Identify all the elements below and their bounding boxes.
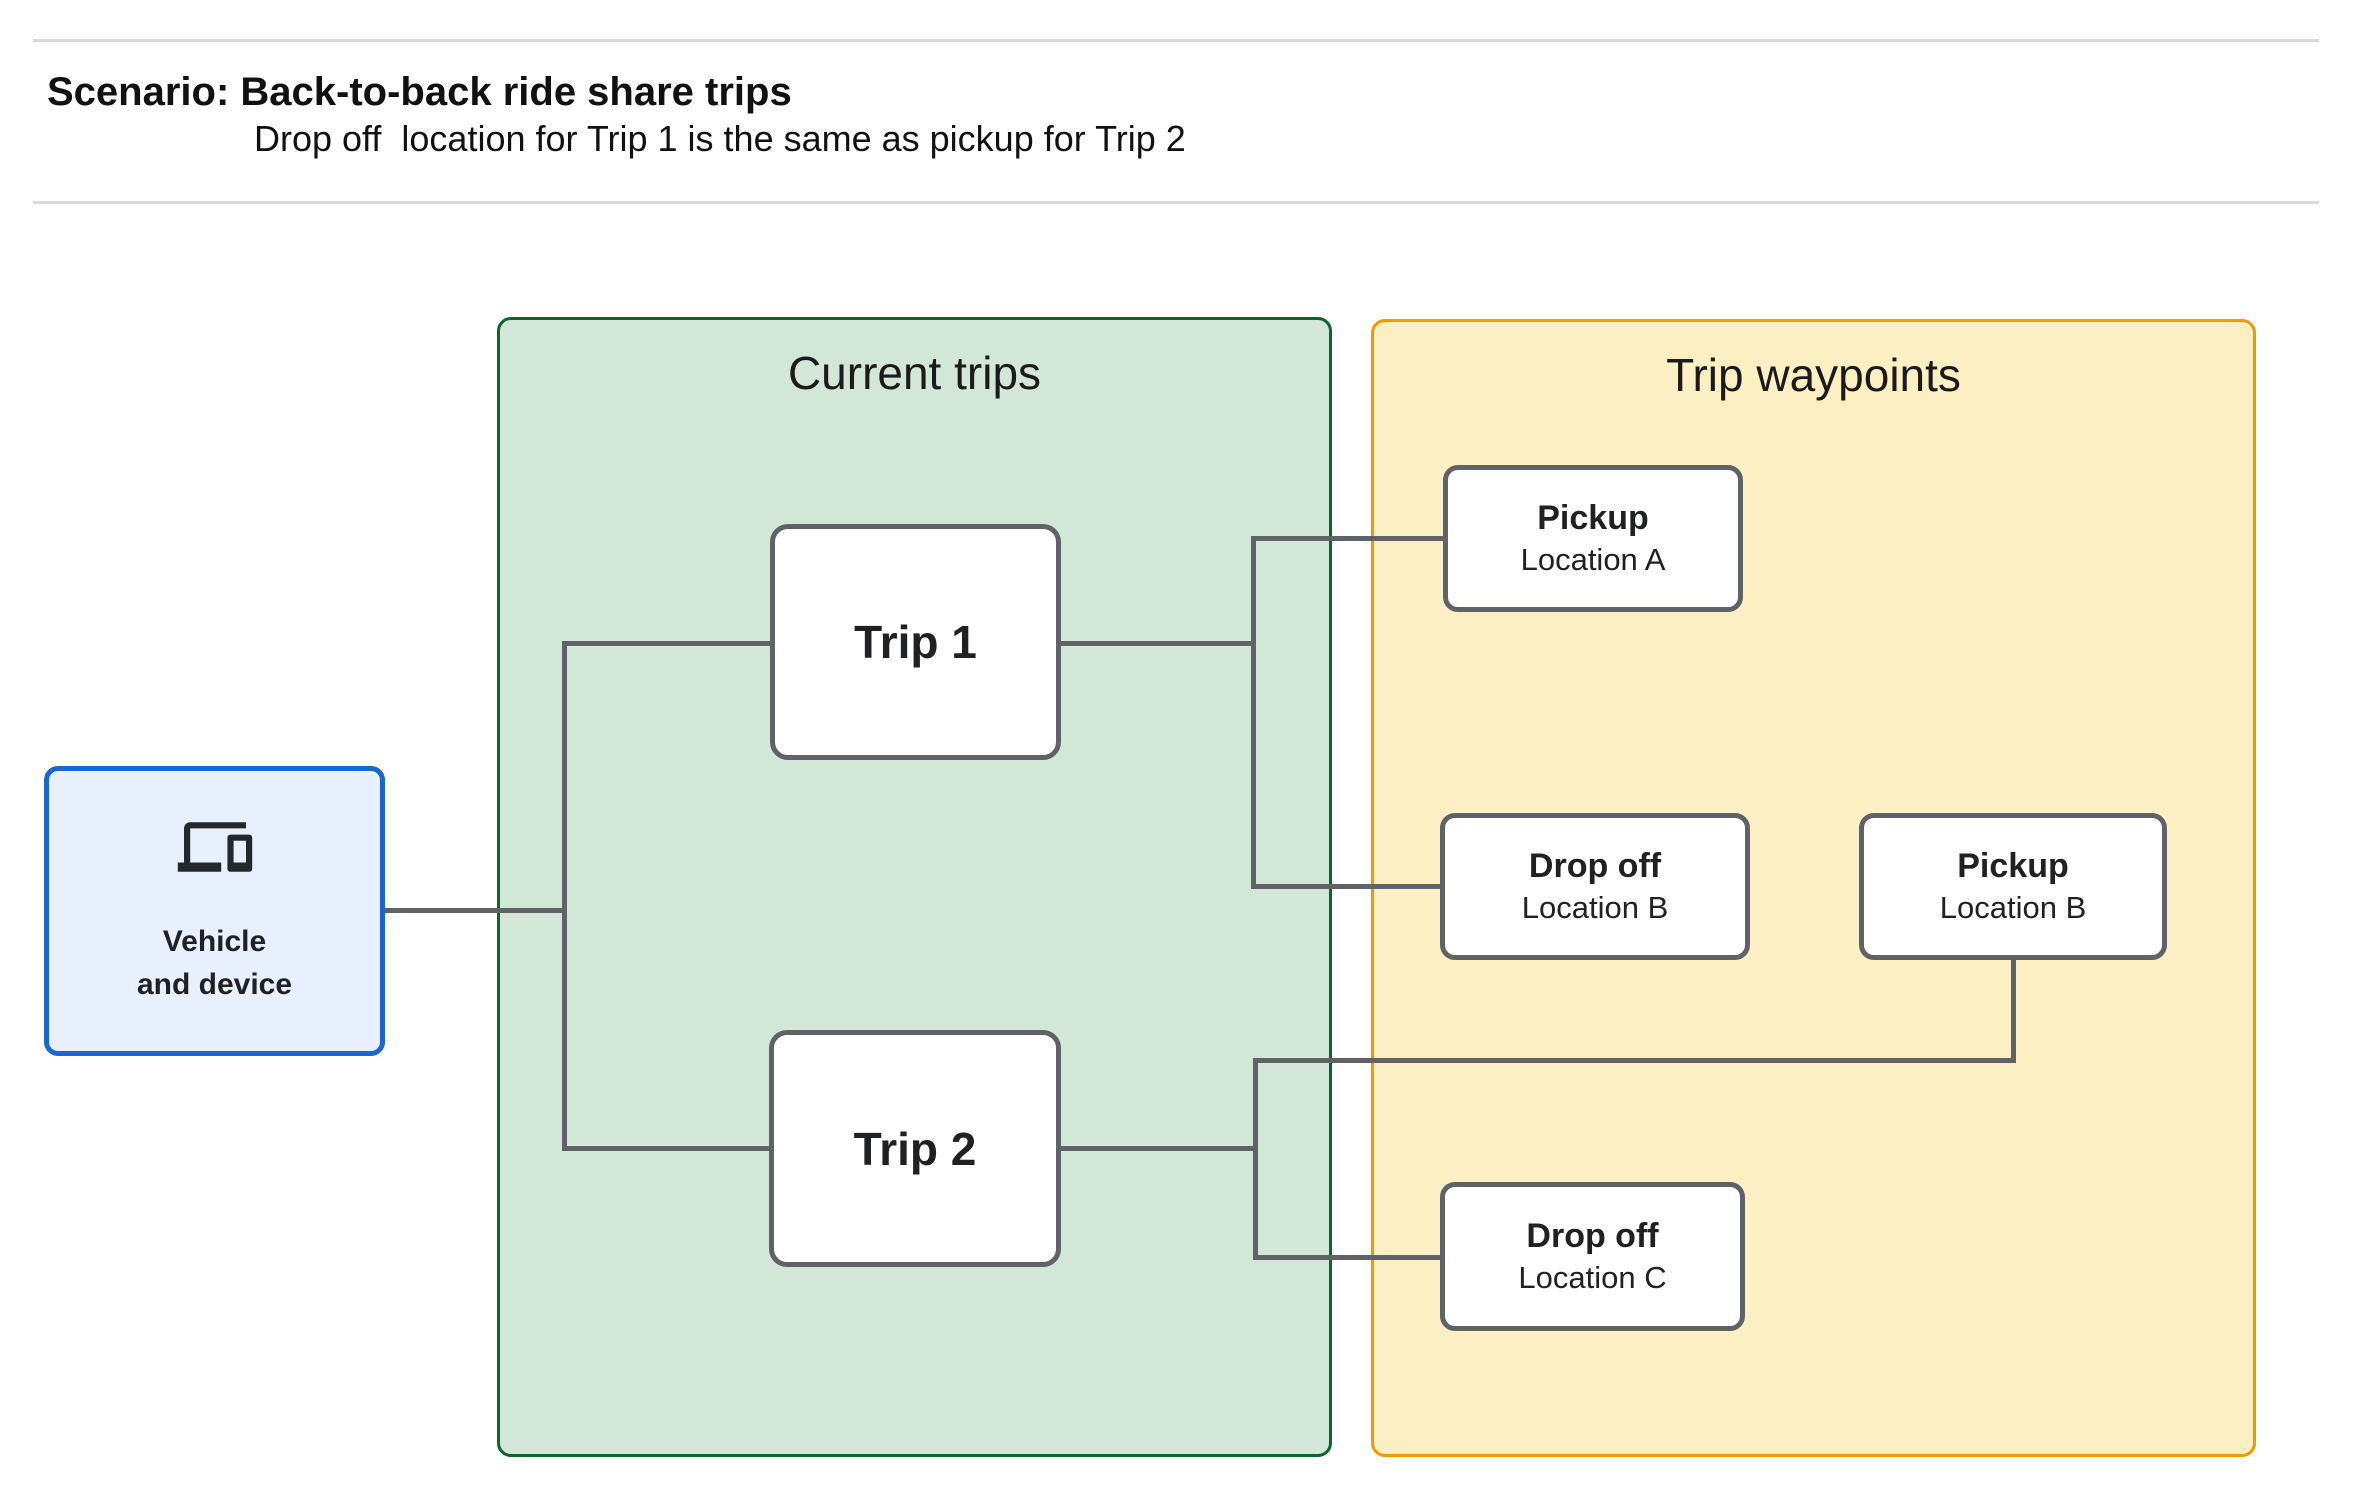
- connector-trip1-junction-vertical: [1251, 536, 1256, 889]
- connector-trip2-to-junction: [1061, 1146, 1256, 1151]
- trip-waypoints-title: Trip waypoints: [1666, 349, 1961, 401]
- connector-branch-to-trip1: [564, 641, 770, 646]
- trip-2-label: Trip 2: [853, 1122, 977, 1175]
- vehicle-label-line2: and device: [136, 968, 293, 1001]
- waypoint-pickup-location-b: Pickup Location B: [1859, 813, 2167, 960]
- current-trips-title: Current trips: [787, 347, 1042, 399]
- current-trips-container: Current trips: [497, 317, 1332, 1457]
- divider-top: [33, 39, 2319, 42]
- page-subtitle: Drop off location for Trip 1 is the same…: [254, 118, 1186, 159]
- trip-1-label: Trip 1: [854, 616, 977, 668]
- trip-2-box: Trip 2: [769, 1030, 1061, 1267]
- connector-pickup-b-drop: [2011, 960, 2016, 1063]
- devices-icon: [177, 821, 252, 872]
- trip-1-box: Trip 1: [770, 524, 1061, 760]
- waypoint-subtitle: Location C: [1518, 1259, 1667, 1295]
- connector-branch-vertical: [562, 641, 567, 1151]
- connector-vehicle-to-branch: [385, 908, 567, 913]
- page-title: Scenario: Back-to-back ride share trips: [47, 70, 792, 114]
- vehicle-and-device-box: Vehicle and device: [44, 766, 385, 1056]
- waypoint-title: Drop off: [1528, 847, 1662, 886]
- connector-junction-to-dropoff-b: [1253, 884, 1440, 889]
- waypoint-title: Pickup: [1537, 499, 1649, 538]
- connector-junction-to-pickup-a: [1253, 536, 1443, 541]
- waypoint-subtitle: Location B: [1939, 889, 2087, 925]
- connector-junction-to-dropoff-c: [1253, 1255, 1440, 1260]
- connector-trip2-junction-vertical: [1253, 1058, 1258, 1260]
- divider-bottom: [33, 201, 2319, 204]
- connector-pickup-b-to-junction: [1255, 1058, 2016, 1063]
- connector-branch-to-trip2: [564, 1146, 769, 1151]
- connector-trip1-to-junction: [1061, 641, 1256, 646]
- vehicle-label-line1: Vehicle: [162, 924, 267, 958]
- waypoint-pickup-location-a: Pickup Location A: [1443, 465, 1743, 612]
- waypoint-subtitle: Location B: [1521, 889, 1669, 925]
- vehicle-label: Vehicle and device: [137, 920, 292, 1007]
- waypoint-title: Pickup: [1957, 847, 2069, 886]
- waypoint-dropoff-location-b: Drop off Location B: [1440, 813, 1750, 960]
- waypoint-dropoff-location-c: Drop off Location C: [1440, 1182, 1745, 1331]
- waypoint-subtitle: Location A: [1520, 541, 1666, 577]
- waypoint-title: Drop off: [1526, 1217, 1659, 1256]
